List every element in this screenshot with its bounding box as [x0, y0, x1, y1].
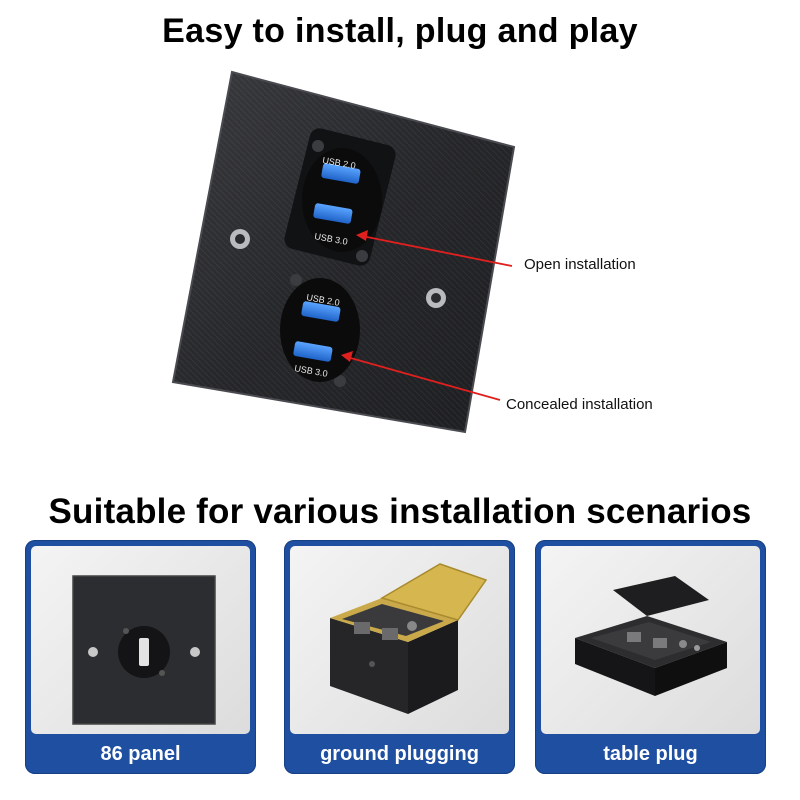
usb-module-concealed: USB 2.0 USB 3.0	[280, 274, 360, 387]
mounting-hole-left	[230, 229, 250, 249]
arrow-concealed	[341, 351, 501, 401]
scenario-card-86-panel: 86 panel	[25, 540, 256, 774]
scenario-label: 86 panel	[100, 743, 181, 765]
hero-product-image: USB 2.0 USB 3.0 USB 2.0 USB 3.0	[0, 60, 800, 490]
screw-icon	[312, 140, 324, 152]
scenario-label: table plug	[603, 743, 698, 765]
headline-top: Easy to install, plug and play	[162, 12, 638, 50]
arrow-open	[356, 230, 513, 267]
scenario-card-table-plug: table plug	[535, 540, 766, 774]
usb-module-open: USB 2.0 USB 3.0	[284, 128, 396, 266]
scenario-photo-table-plug	[541, 546, 760, 734]
mounting-hole-right	[426, 288, 446, 308]
callout-open-installation: Open installation	[524, 256, 636, 273]
usb-port	[301, 301, 341, 322]
scenario-label: ground plugging	[320, 743, 479, 765]
screw-icon	[290, 274, 302, 286]
wall-plate-illustration: USB 2.0 USB 3.0 USB 2.0 USB 3.0	[171, 70, 516, 434]
screw-icon	[356, 250, 368, 262]
scenario-photo-ground-plugging	[290, 546, 509, 734]
usb-port	[293, 341, 333, 362]
usb-port	[313, 203, 353, 224]
callout-concealed-installation: Concealed installation	[506, 396, 653, 413]
usb-port	[321, 163, 361, 184]
scenario-card-ground-plugging: ground plugging	[284, 540, 515, 774]
screw-icon	[334, 375, 346, 387]
headline-scenarios: Suitable for various installation scenar…	[48, 492, 752, 531]
scenario-photo-86-panel	[31, 546, 250, 734]
